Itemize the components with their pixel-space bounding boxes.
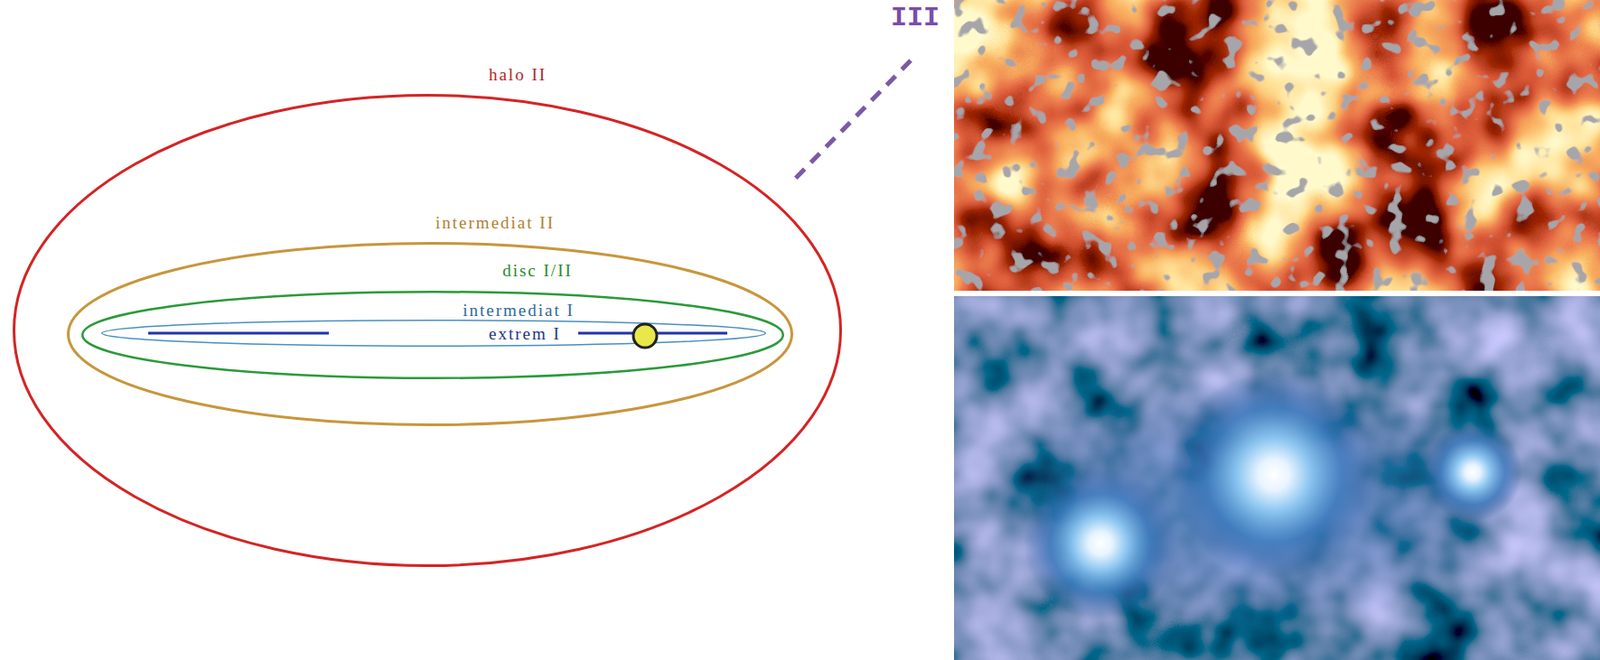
- intermediate-ellipse: extrem Iintermediat I: [101, 319, 767, 347]
- nebula-panel: [954, 296, 1600, 660]
- population-label: III: [890, 4, 940, 32]
- region-label: intermediat II: [435, 214, 555, 232]
- disc-ellipse-outline: [81, 290, 785, 380]
- disc-ellipse: extrem Iintermediat Idisc I/II: [81, 290, 785, 380]
- region-label: intermediat I: [462, 301, 575, 319]
- heat-map-panel: [954, 0, 1600, 291]
- leader-line: [776, 49, 922, 195]
- region-label: extrem I: [488, 325, 562, 343]
- region-label: disc I/II: [502, 261, 573, 280]
- sun-marker: [628, 319, 662, 353]
- region-label: halo II: [488, 65, 547, 84]
- halo-ellipse-outline: [12, 93, 843, 568]
- intermediate-ellipse: extrem Iintermediat I disc I/II intermedia…: [66, 242, 794, 427]
- halo-ellipse: extrem Iintermediat Idisc I/IIintermedia…: [12, 93, 843, 568]
